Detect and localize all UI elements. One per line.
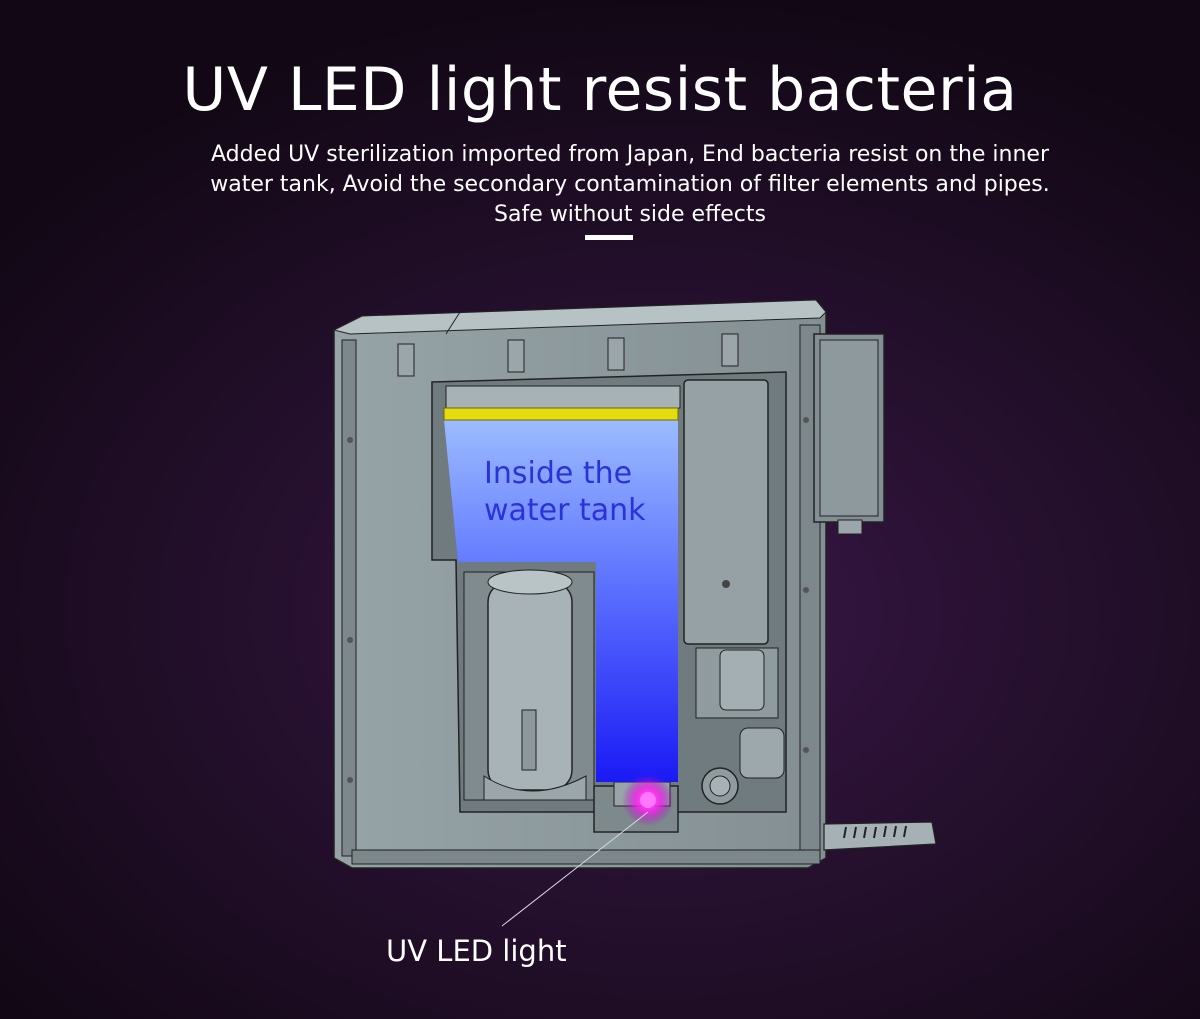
page-title: UV LED light resist bacteria (182, 55, 1018, 125)
uv-led-glow (622, 774, 674, 826)
uv-led-label: UV LED light (386, 934, 567, 968)
title-underline-divider (585, 235, 633, 240)
water-tank-highlight (443, 407, 679, 782)
uv-led-leader-line (501, 811, 649, 927)
dispenser-head (813, 333, 885, 535)
drip-tray (823, 821, 937, 851)
page-subtitle: Added UV sterilization imported from Jap… (210, 142, 1050, 227)
water-tank-label: Inside the water tank (484, 456, 646, 528)
